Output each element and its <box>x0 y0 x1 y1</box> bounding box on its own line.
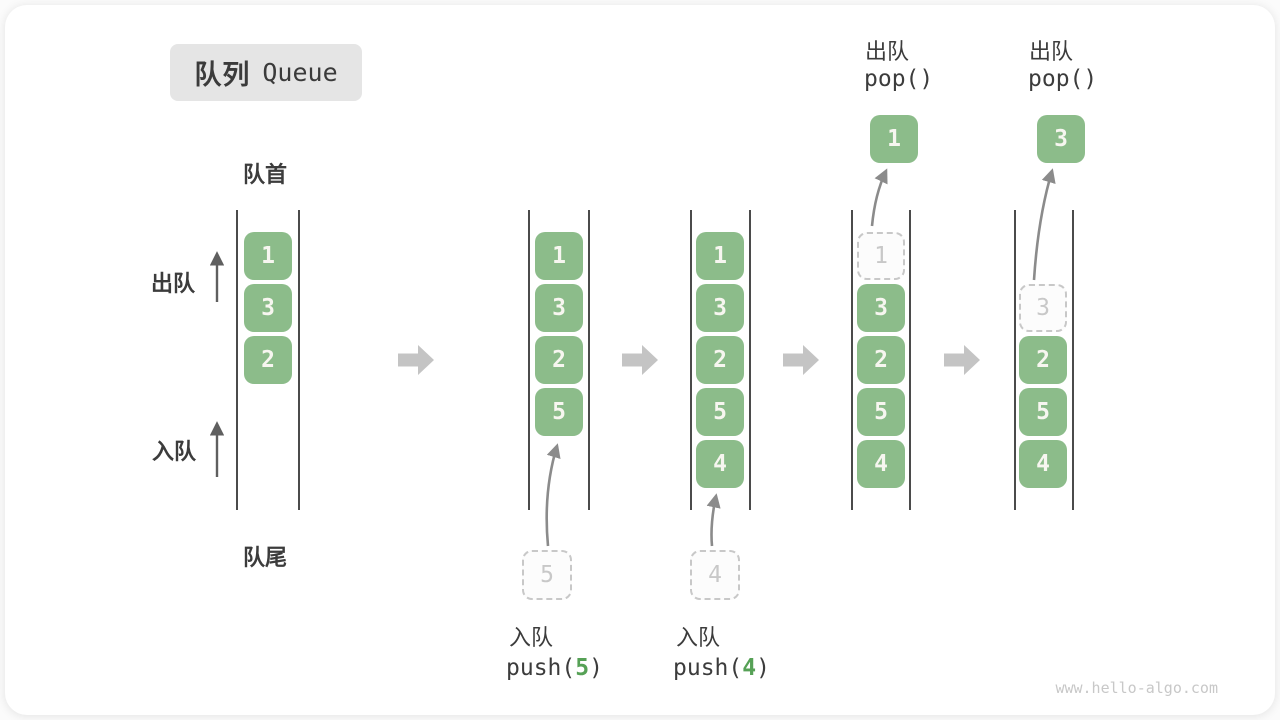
dequeue-side-label: 出队 <box>151 272 196 297</box>
queue1-item: 1 <box>244 232 292 280</box>
queue3-item: 1 <box>696 232 744 280</box>
queue4-popped-item: 1 <box>870 115 918 163</box>
queue2-left-wall <box>528 210 530 510</box>
push4-op-label: 入队 <box>676 626 721 651</box>
push5-code-pre: push( <box>506 655 576 681</box>
queue3-item: 3 <box>696 284 744 332</box>
queue2-right-wall <box>588 210 590 510</box>
queue5-ghost-item: 3 <box>1019 284 1067 332</box>
queue2-item: 5 <box>535 388 583 436</box>
pop2-code: pop() <box>1028 66 1098 92</box>
queue4-left-wall <box>851 210 853 510</box>
queue-front-label: 队首 <box>243 163 288 188</box>
push4-code-post: ) <box>756 655 770 681</box>
queue1-right-wall <box>298 210 300 510</box>
queue-rear-label: 队尾 <box>243 546 288 571</box>
queue3-right-wall <box>749 210 751 510</box>
queue5-right-wall <box>1072 210 1074 510</box>
queue4-item: 3 <box>857 284 905 332</box>
queue1-item: 2 <box>244 336 292 384</box>
queue4-item: 4 <box>857 440 905 488</box>
push5-code: push(5) <box>506 655 603 681</box>
queue4-ghost-item: 1 <box>857 232 905 280</box>
watermark: www.hello-algo.com <box>1055 679 1218 697</box>
queue3-item: 5 <box>696 388 744 436</box>
queue5-item: 4 <box>1019 440 1067 488</box>
queue1-item: 3 <box>244 284 292 332</box>
push5-code-post: ) <box>589 655 603 681</box>
push5-op-label: 入队 <box>509 626 554 651</box>
enqueue-side-label: 入队 <box>152 440 197 465</box>
pop1-op-label: 出队 <box>865 40 910 65</box>
queue3-left-wall <box>690 210 692 510</box>
title-en: Queue <box>262 58 338 87</box>
queue3-pending-item: 4 <box>690 550 740 600</box>
pop1-code: pop() <box>864 66 934 92</box>
queue3-item: 2 <box>696 336 744 384</box>
push4-code: push(4) <box>673 655 770 681</box>
queue2-item: 3 <box>535 284 583 332</box>
queue3-item: 4 <box>696 440 744 488</box>
queue2-item: 2 <box>535 336 583 384</box>
queue5-left-wall <box>1014 210 1016 510</box>
queue1-left-wall <box>236 210 238 510</box>
queue2-item: 1 <box>535 232 583 280</box>
queue4-right-wall <box>909 210 911 510</box>
queue5-popped-item: 3 <box>1037 115 1085 163</box>
title-zh: 队列 <box>194 60 251 91</box>
pop2-op-label: 出队 <box>1029 40 1074 65</box>
push5-code-arg: 5 <box>575 655 590 681</box>
push4-code-pre: push( <box>673 655 743 681</box>
queue5-item: 5 <box>1019 388 1067 436</box>
title-box: 队列 Queue <box>170 44 362 101</box>
queue4-item: 5 <box>857 388 905 436</box>
queue5-item: 2 <box>1019 336 1067 384</box>
queue2-pending-item: 5 <box>522 550 572 600</box>
queue4-item: 2 <box>857 336 905 384</box>
diagram-card <box>5 5 1275 715</box>
push4-code-arg: 4 <box>742 655 757 681</box>
